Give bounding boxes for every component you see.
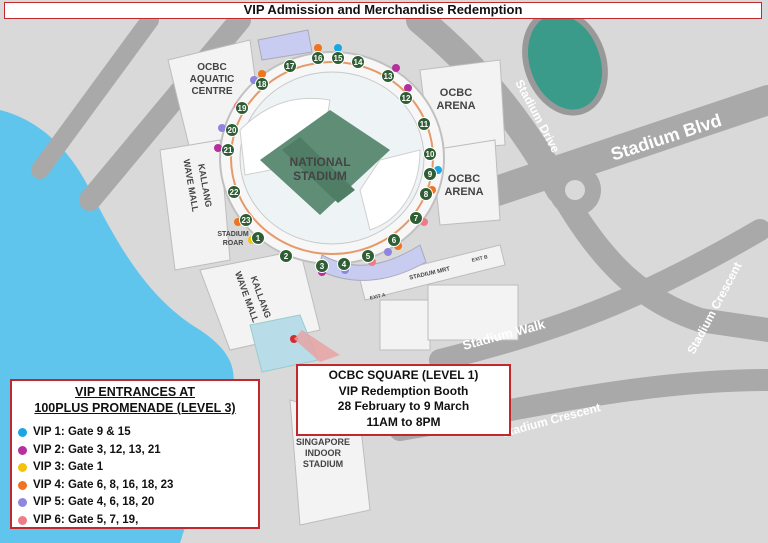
svg-text:16: 16	[314, 54, 323, 63]
gate-6-marker: 6	[387, 233, 401, 247]
gate-8-marker: 8	[419, 187, 433, 201]
svg-text:INDOOR: INDOOR	[305, 448, 342, 458]
legend-dot	[18, 445, 27, 455]
gate-15-marker: 15	[331, 51, 345, 65]
gate-4-marker: 4	[337, 257, 351, 271]
gate-9-marker: 9	[423, 167, 437, 181]
svg-text:5: 5	[366, 252, 371, 261]
legend-dot	[18, 515, 27, 525]
legend-heading-line2: 100PLUS PROMENADE (LEVEL 3)	[34, 401, 236, 415]
svg-text:10: 10	[426, 150, 435, 159]
gate-14-marker: 14	[351, 55, 365, 69]
gate-12-marker: 12	[399, 91, 413, 105]
legend-item-vip4: VIP 4: Gate 6, 8, 16, 18, 23	[18, 477, 258, 495]
legend-dot	[18, 498, 27, 508]
svg-text:19: 19	[238, 104, 247, 113]
svg-text:18: 18	[258, 80, 267, 89]
gate-5-marker: 5	[361, 249, 375, 263]
svg-text:ARENA: ARENA	[436, 100, 475, 112]
svg-text:7: 7	[414, 214, 419, 223]
svg-text:13: 13	[384, 72, 393, 81]
kallang-wave-mall-a	[159, 139, 231, 271]
legend-label: VIP 5: Gate 4, 6, 18, 20	[33, 496, 155, 508]
svg-text:OCBC: OCBC	[440, 87, 472, 99]
svg-text:SINGAPORE: SINGAPORE	[296, 437, 350, 447]
gate-13-marker: 13	[381, 69, 395, 83]
legend-item-vip2: VIP 2: Gate 3, 12, 13, 21	[18, 442, 258, 460]
svg-text:14: 14	[354, 58, 363, 67]
svg-text:8: 8	[424, 190, 429, 199]
svg-text:9: 9	[428, 170, 433, 179]
gate-19-marker: 19	[235, 101, 249, 115]
svg-text:ARENA: ARENA	[444, 186, 483, 198]
legend-label: VIP 6: Gate 5, 7, 19,	[33, 513, 139, 526]
booth-dates: 28 February to 9 March	[337, 399, 470, 413]
gate-21-marker: 21	[221, 143, 235, 157]
svg-text:12: 12	[402, 94, 411, 103]
svg-text:21: 21	[224, 146, 233, 155]
svg-text:20: 20	[228, 126, 237, 135]
svg-text:6: 6	[392, 236, 397, 245]
legend-item-vip1: VIP 1: Gate 9 & 15	[18, 424, 258, 442]
vip-redemption-booth-callout: OCBC SQUARE (LEVEL 1) VIP Redemption Boo…	[296, 364, 511, 436]
svg-text:1: 1	[256, 234, 261, 243]
svg-text:EXIT A: EXIT A	[369, 292, 386, 302]
booth-hours: 11AM to 8PM	[366, 414, 441, 429]
svg-text:STADIUM: STADIUM	[293, 169, 347, 183]
legend-label: VIP 4: Gate 6, 8, 16, 18, 23	[33, 478, 174, 491]
legend-heading-line1: VIP ENTRANCES AT	[75, 385, 195, 399]
gate-1-marker: 1	[251, 231, 265, 245]
gate-22-marker: 22	[227, 185, 241, 199]
svg-text:STADIUM: STADIUM	[217, 231, 249, 238]
stadium-roof-right	[359, 149, 421, 231]
gate-23-marker: 23	[239, 213, 253, 227]
gate-18-marker: 18	[255, 77, 269, 91]
gate-markers: 1 2 3 4 5 6 7 8 9 10 11 12 13 14 15 16 1…	[221, 51, 437, 273]
legend-item-vip3: VIP 3: Gate 1	[18, 459, 258, 477]
booth-location: OCBC SQUARE (LEVEL 1)	[328, 368, 479, 382]
svg-text:STADIUM: STADIUM	[303, 459, 343, 469]
svg-text:22: 22	[230, 188, 239, 197]
gate-3-marker: 3	[315, 259, 329, 273]
svg-text:AQUATIC: AQUATIC	[190, 74, 235, 85]
legend-label: VIP 1: Gate 9 & 15	[33, 426, 131, 438]
svg-text:NATIONAL: NATIONAL	[289, 155, 350, 169]
stadium-mrt-building	[359, 244, 506, 301]
legend-item-vip6: VIP 6: Gate 5, 7, 19,	[18, 512, 258, 530]
gate-16-marker: 16	[311, 51, 325, 65]
vip-entrances-legend: VIP ENTRANCES AT 100PLUS PROMENADE (LEVE…	[10, 379, 260, 529]
svg-text:3: 3	[320, 262, 325, 271]
gate-11-marker: 11	[417, 117, 431, 131]
svg-text:EXIT B: EXIT B	[471, 254, 488, 264]
svg-text:OCBC: OCBC	[448, 173, 480, 185]
legend-dot	[18, 480, 27, 490]
page-title: VIP Admission and Merchandise Redemption	[4, 2, 762, 19]
legend-item-vip5: VIP 5: Gate 4, 6, 18, 20	[18, 494, 258, 512]
svg-text:CENTRE: CENTRE	[191, 86, 232, 97]
svg-text:23: 23	[242, 216, 251, 225]
booth-name: VIP Redemption Booth	[338, 383, 469, 398]
svg-text:17: 17	[286, 62, 295, 71]
svg-text:15: 15	[334, 54, 343, 63]
legend-dot	[18, 428, 27, 438]
gate-7-marker: 7	[409, 211, 423, 225]
legend-label: VIP 3: Gate 1	[33, 461, 104, 473]
legend-dot	[18, 463, 27, 473]
arena-b-building	[431, 139, 501, 226]
legend-list: VIP 1: Gate 9 & 15 VIP 2: Gate 3, 12, 13…	[18, 424, 258, 529]
gate-17-marker: 17	[283, 59, 297, 73]
svg-text:ROAR: ROAR	[223, 240, 244, 247]
legend-label: VIP 2: Gate 3, 12, 13, 21	[33, 443, 161, 456]
svg-text:11: 11	[420, 120, 429, 129]
svg-text:OCBC: OCBC	[197, 62, 226, 73]
gate-10-marker: 10	[423, 147, 437, 161]
svg-text:4: 4	[342, 260, 347, 269]
gate-2-marker: 2	[279, 249, 293, 263]
svg-text:2: 2	[284, 252, 289, 261]
gate-20-marker: 20	[225, 123, 239, 137]
